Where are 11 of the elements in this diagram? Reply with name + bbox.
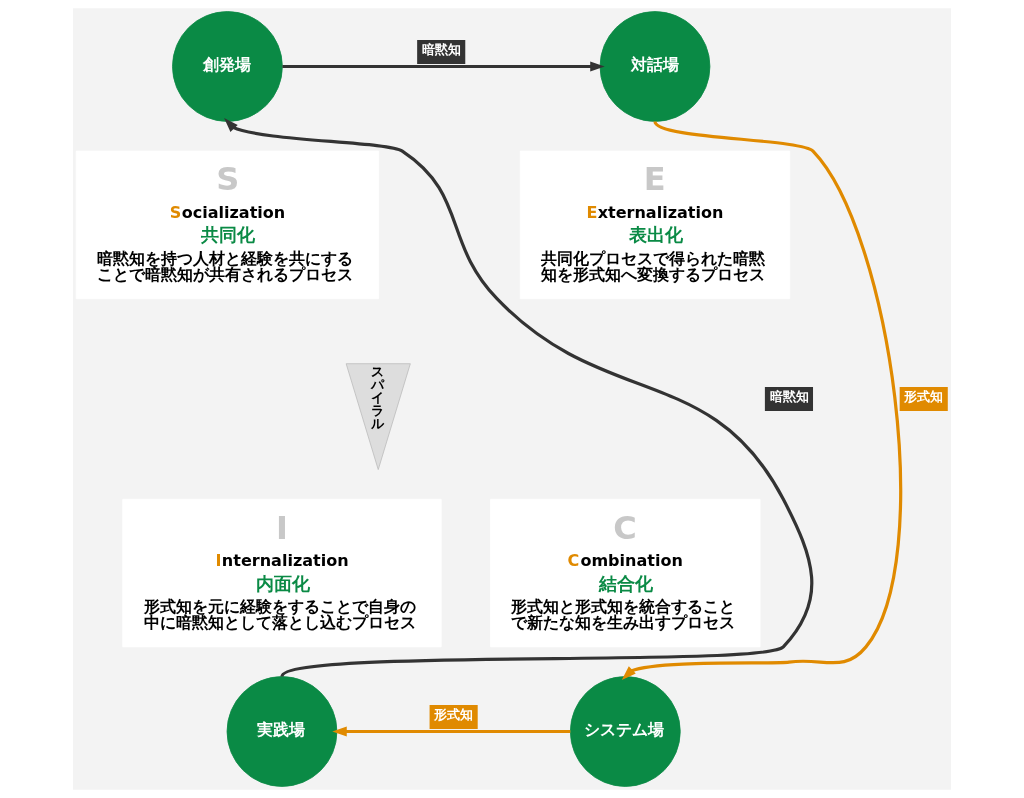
- node-circle: 実践場: [226, 676, 338, 787]
- node-circle: システム場: [569, 676, 681, 787]
- arrow: [621, 120, 903, 680]
- edge-label: 暗黙知: [769, 389, 809, 405]
- edge-label: 形式知: [434, 707, 474, 723]
- node-circle: 対話場: [599, 11, 711, 122]
- node-circle: 創発場: [172, 11, 283, 122]
- arrow: [332, 726, 571, 737]
- edge-label: 暗黙知: [421, 42, 461, 58]
- edge-label: 形式知: [904, 389, 944, 405]
- arrow: [282, 61, 605, 72]
